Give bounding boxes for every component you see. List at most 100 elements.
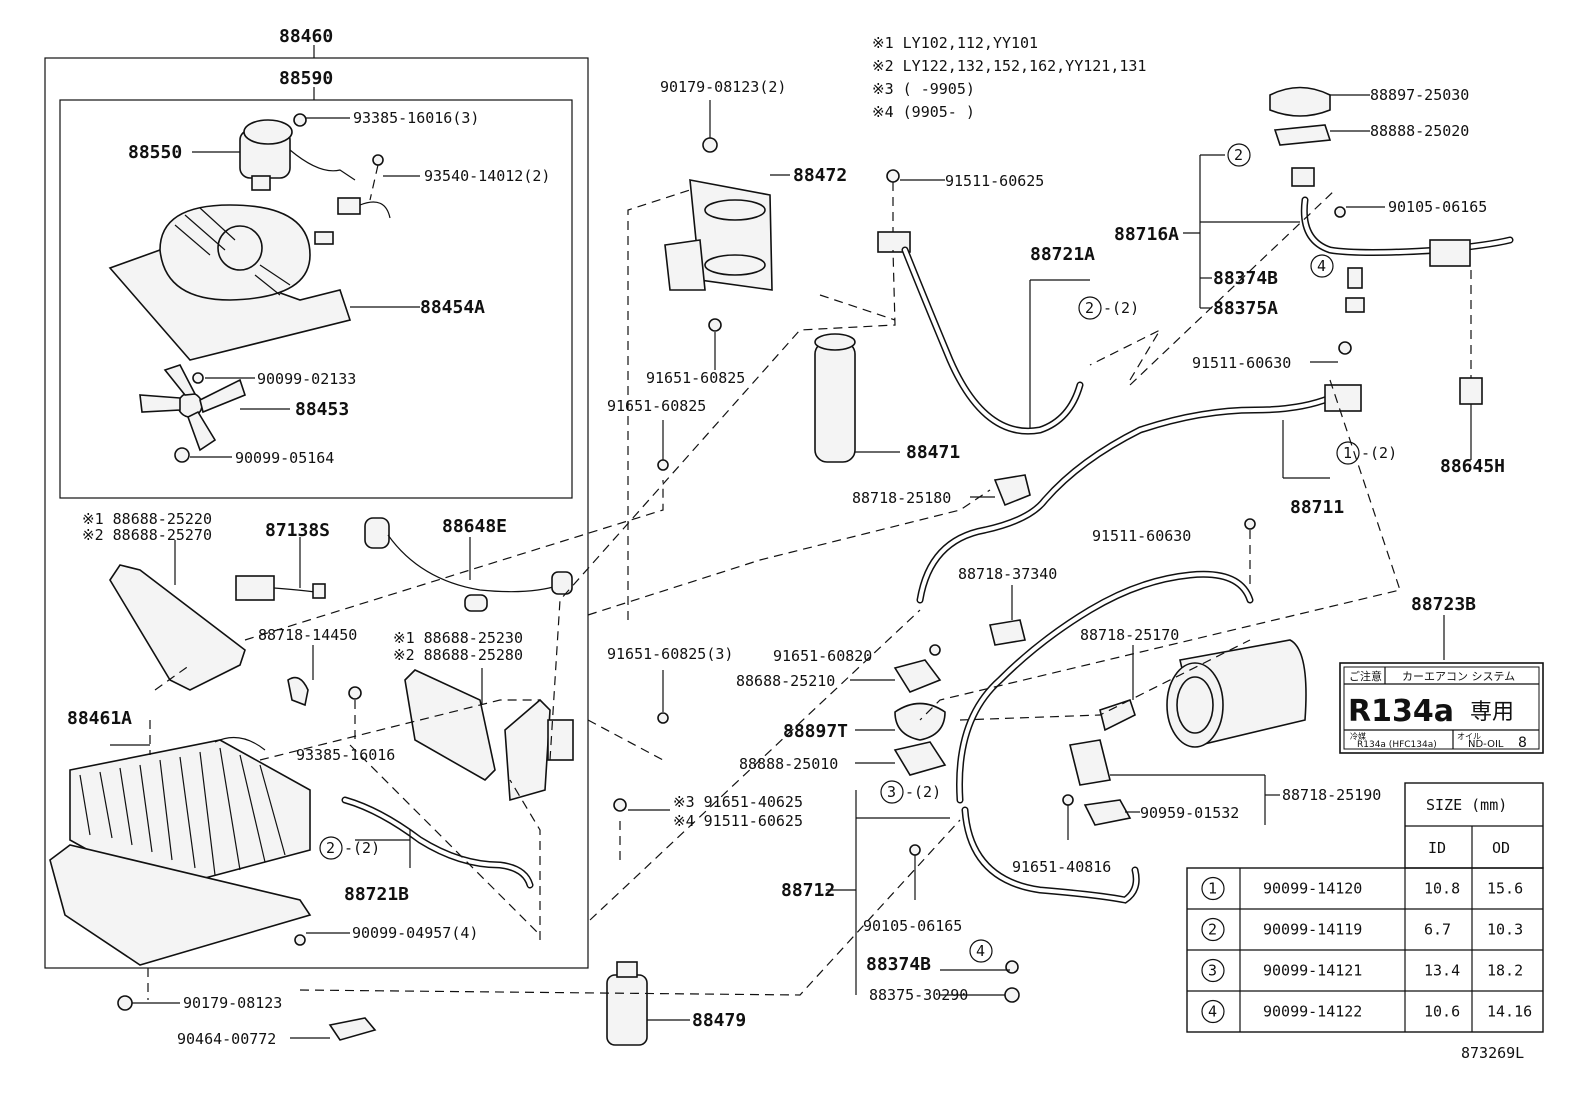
part-label-88688-25270: ※2 88688-25270 <box>82 526 212 544</box>
svg-text:2: 2 <box>1234 146 1243 164</box>
diagram-id: 873269L <box>1461 1044 1524 1062</box>
assembly-frame-88460 <box>44 57 589 969</box>
part-label-90099-02133: 90099-02133 <box>257 370 356 388</box>
bracket-88718-25190 <box>1069 739 1111 786</box>
part-label-91511-60625-b: ※4 91511-60625 <box>673 812 803 830</box>
size-table: SIZE (mm) ID OD <box>1186 782 1544 1033</box>
note-block: ※1 LY102,112,YY101 ※2 LY122,132,152,162,… <box>872 34 1146 121</box>
svg-text:-(2): -(2) <box>344 839 380 857</box>
size-table-mark: 4 <box>1208 1003 1217 1021</box>
part-label-88723B: 88723B <box>1411 594 1476 615</box>
callout-2-left: 2 -(2) <box>319 836 380 860</box>
callout-4-88712: 4 <box>969 939 993 963</box>
size-table-part-number: 90099-14120 <box>1263 880 1362 898</box>
size-table-mark: 2 <box>1208 921 1217 939</box>
part-label-91511-60630-a: 91511-60630 <box>1192 354 1291 372</box>
clamp-88888-25010 <box>893 741 947 776</box>
part-label-91511-60625: 91511-60625 <box>945 172 1044 190</box>
hose-88721B <box>341 796 534 889</box>
svg-text:2: 2 <box>326 839 335 857</box>
part-label-88721B: 88721B <box>344 884 409 905</box>
part-label-88374B: 88374B <box>1213 268 1278 289</box>
hose-88721A <box>877 231 1090 435</box>
part-label-88590: 88590 <box>279 68 333 89</box>
size-table-mark: 1 <box>1208 880 1217 898</box>
part-label-88888-25010: 88888-25010 <box>739 755 838 773</box>
hose-88716A <box>1291 167 1514 267</box>
callout-2-88721A: 2 -(2) <box>1078 296 1139 320</box>
note-2: ※2 LY122,132,152,162,YY121,131 <box>872 57 1146 75</box>
part-label-90099-05164: 90099-05164 <box>235 449 334 467</box>
part-label-90179-08123-2: 90179-08123(2) <box>660 78 786 96</box>
part-label-88712: 88712 <box>781 880 835 901</box>
connector-87138S <box>235 537 326 601</box>
part-label-88716A: 88716A <box>1114 224 1179 245</box>
part-label-88718-14450: 88718-14450 <box>258 626 357 644</box>
plate-small-right-value: ND-OIL <box>1468 739 1504 750</box>
size-table-id-value: 6.7 <box>1424 921 1451 939</box>
part-label-88375-30290: 88375-30290 <box>869 986 968 1004</box>
svg-text:-(2): -(2) <box>905 783 941 801</box>
size-table-mark: 3 <box>1208 962 1217 980</box>
hose-88711 <box>916 384 1362 604</box>
size-table-od-value: 18.2 <box>1487 962 1523 980</box>
size-table-mark-circle <box>1201 999 1225 1024</box>
part-label-88648E: 88648E <box>442 516 507 537</box>
receiver-bracket-88472 <box>664 174 790 291</box>
receiver-88479 <box>606 961 690 1046</box>
part-label-88472: 88472 <box>793 165 847 186</box>
size-table-od-value: 14.16 <box>1487 1003 1532 1021</box>
part-label-93540-14012-2: 93540-14012(2) <box>424 167 550 185</box>
clamp-88718-37340 <box>989 619 1026 646</box>
size-table-id-value: 10.6 <box>1424 1003 1460 1021</box>
part-label-88688-25230: ※1 88688-25230 <box>393 629 523 647</box>
part-label-90179-08123: 90179-08123 <box>183 994 282 1012</box>
size-table-col-id: ID <box>1428 839 1446 857</box>
wire-harness-88648E <box>364 517 573 612</box>
part-label-88454A: 88454A <box>420 297 485 318</box>
fan-shroud-88454A <box>108 204 420 361</box>
clamp-88718-14450 <box>287 676 309 707</box>
size-table-header: SIZE (mm) <box>1426 796 1507 814</box>
part-label-88688-25210: 88688-25210 <box>736 672 835 690</box>
note-1: ※1 LY102,112,YY101 <box>872 34 1038 52</box>
part-label-90464-00772: 90464-00772 <box>177 1030 276 1048</box>
part-label-88645H: 88645H <box>1440 456 1505 477</box>
clamp-88718-25170 <box>1099 698 1136 732</box>
callout-1-88711: 1 -(2) <box>1336 441 1397 465</box>
plate-small-right-num: 8 <box>1518 735 1527 751</box>
part-label-88897-25030: 88897-25030 <box>1370 86 1469 104</box>
size-table-mark-circle <box>1201 917 1225 942</box>
plate-system: カーエアコン システム <box>1402 670 1515 683</box>
part-label-91651-60825-a: 91651-60825 <box>646 369 745 387</box>
svg-text:1: 1 <box>1343 444 1352 462</box>
part-label-88897T: 88897T <box>783 721 848 742</box>
part-label-88550: 88550 <box>128 142 182 163</box>
size-table-mark-circle <box>1201 876 1225 901</box>
receiver-dryer-88471 <box>814 333 900 463</box>
svg-text:2: 2 <box>1085 299 1094 317</box>
svg-text:3: 3 <box>887 783 896 801</box>
part-label-88718-25180: 88718-25180 <box>852 489 951 507</box>
evaporator-88461A <box>49 736 312 966</box>
size-table-mark-circle <box>1201 958 1225 983</box>
plate-small-right-label: オイル <box>1457 732 1481 741</box>
pressure-switch-88645H <box>1459 377 1483 460</box>
part-label-91651-60825-b: 91651-60825 <box>607 397 706 415</box>
subassembly-frame-88590 <box>59 99 573 499</box>
part-label-88479: 88479 <box>692 1010 746 1031</box>
svg-text:4: 4 <box>1317 257 1326 275</box>
note-3: ※3 ( -9905) <box>872 80 975 98</box>
part-label-87138S: 87138S <box>265 520 330 541</box>
part-label-88688-25280: ※2 88688-25280 <box>393 646 523 664</box>
compressor-88723B <box>1166 639 1307 748</box>
part-label-88461A: 88461A <box>67 708 132 729</box>
part-label-88460: 88460 <box>279 26 333 47</box>
